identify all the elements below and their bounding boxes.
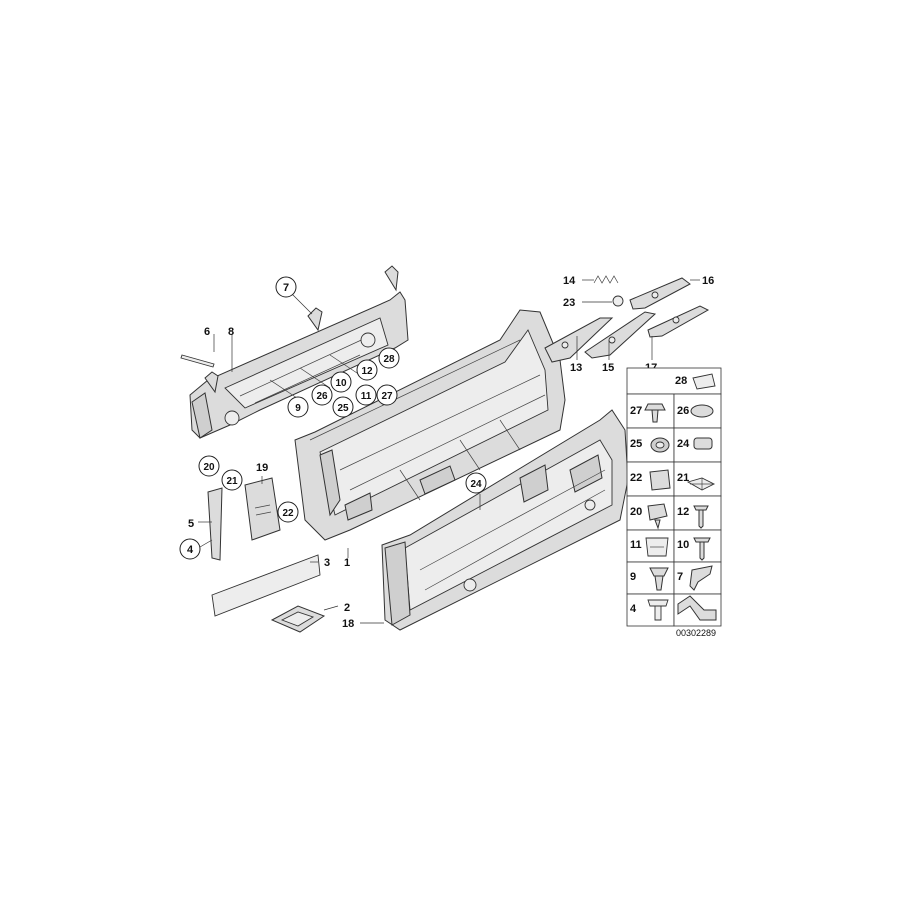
label-8: 8	[228, 326, 234, 338]
circled-labels: 7 28 12 10 11 26 27 9 25 20 21 22 4 24	[179, 276, 487, 560]
legend-28: 28	[675, 375, 687, 387]
label-1: 1	[344, 557, 350, 569]
label-25: 25	[337, 403, 349, 414]
label-27: 27	[381, 391, 393, 402]
label-15: 15	[602, 362, 614, 374]
part-2-frame	[270, 605, 326, 633]
legend-20: 20	[630, 506, 642, 518]
legend-10: 10	[677, 539, 689, 551]
label-7: 7	[283, 282, 289, 294]
legend-4: 4	[630, 603, 637, 615]
arrow-symbol-icon	[677, 595, 717, 621]
label-19: 19	[256, 462, 268, 474]
clip-9-icon	[649, 567, 669, 591]
screw-12-icon	[693, 505, 709, 529]
clip-24-icon	[693, 437, 713, 450]
label-5: 5	[188, 518, 194, 530]
label-4: 4	[187, 544, 194, 556]
screw-10-icon	[693, 537, 711, 561]
label-22: 22	[282, 508, 294, 519]
diagram-code: 00302289	[676, 628, 716, 638]
label-6: 6	[204, 326, 210, 338]
label-10: 10	[335, 378, 347, 389]
label-16: 16	[702, 275, 714, 287]
part-19-pad	[244, 477, 281, 541]
part-1-main-panel	[294, 309, 566, 541]
legend-11: 11	[630, 539, 642, 551]
label-12: 12	[361, 366, 373, 377]
label-3: 3	[324, 557, 330, 569]
clip-7-icon	[689, 565, 713, 591]
label-14: 14	[563, 275, 576, 287]
label-18: 18	[342, 618, 354, 630]
clip-26-icon	[690, 404, 714, 418]
legend-7: 7	[677, 571, 683, 583]
legend-24: 24	[677, 438, 690, 450]
label-2: 2	[344, 602, 350, 614]
label-28: 28	[383, 354, 395, 365]
leader-lines	[198, 279, 700, 624]
part-3-sheet	[211, 554, 321, 617]
label-13: 13	[570, 362, 582, 374]
part-14-spring	[593, 275, 619, 284]
part-23-ball	[612, 295, 624, 307]
label-9: 9	[295, 403, 301, 414]
legend-22: 22	[630, 472, 642, 484]
label-23: 23	[563, 297, 575, 309]
part-18-lower-panel	[381, 409, 629, 631]
clip-22-icon	[649, 469, 671, 491]
part-13-strip	[544, 317, 614, 363]
label-11: 11	[361, 391, 372, 402]
legend-26: 26	[677, 405, 689, 417]
rivet-4-icon	[647, 599, 669, 621]
legend-12: 12	[677, 506, 689, 518]
label-21: 21	[226, 476, 238, 487]
part-5-wedge	[207, 487, 223, 561]
fastener-legend: 28 27 26 25 24 22 21 20 12 11 10 9 7 4 0…	[626, 367, 722, 638]
legend-27: 27	[630, 405, 642, 417]
part-8-upper-trim	[189, 265, 409, 439]
part-17-strip	[647, 305, 710, 338]
clip-20-icon	[647, 503, 668, 530]
legend-21: 21	[677, 472, 689, 484]
part-15-strip	[584, 311, 657, 359]
legend-25: 25	[630, 438, 642, 450]
part-16-strip	[629, 277, 691, 310]
clip-28-icon	[692, 373, 716, 390]
label-20: 20	[203, 462, 215, 473]
plain-labels: 6 8 1 3 2 18 5 19 14 23 13 15 16 17	[188, 275, 714, 630]
legend-9: 9	[630, 571, 636, 583]
part-6-strip	[180, 354, 215, 368]
label-24: 24	[470, 479, 482, 490]
clip-27-icon	[644, 403, 666, 423]
label-26: 26	[316, 391, 328, 402]
